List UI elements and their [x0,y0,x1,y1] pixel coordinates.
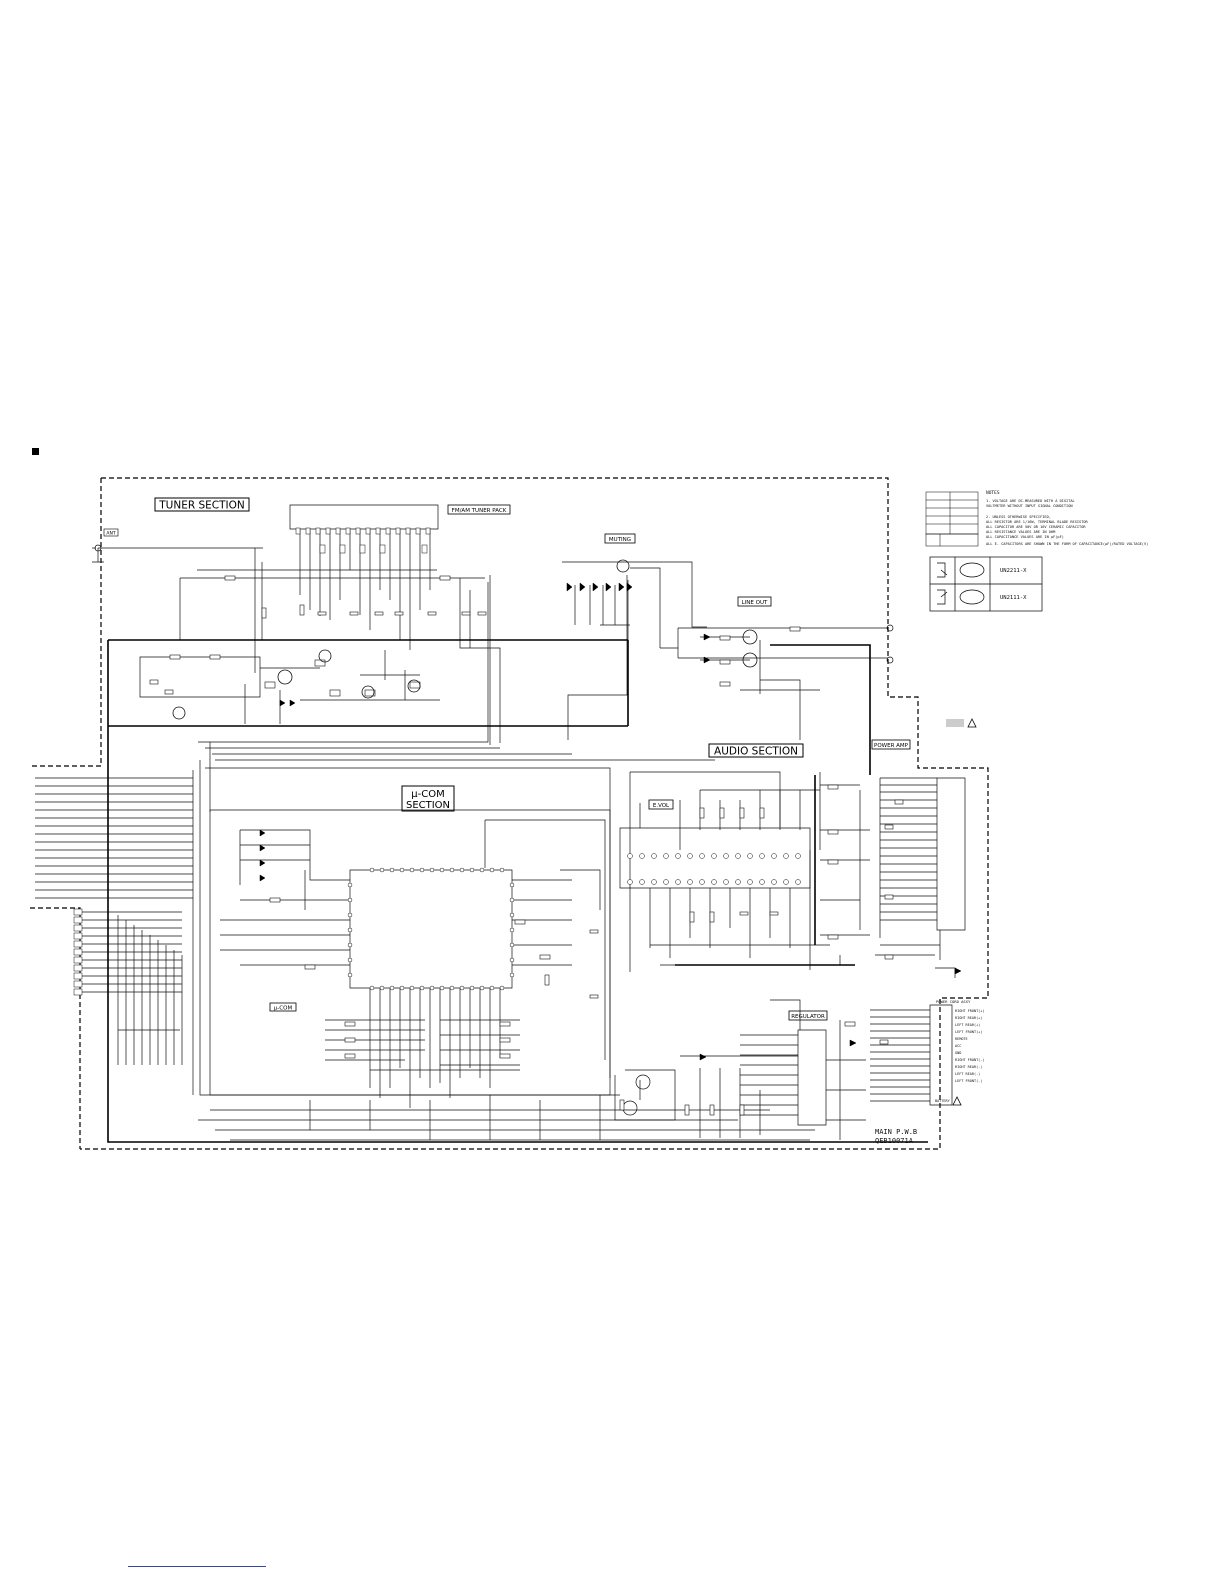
svg-text:VOLTMETER WITHOUT INPUT SIGNAL: VOLTMETER WITHOUT INPUT SIGNAL CONDITION [986,504,1073,508]
diodes [259,582,962,1061]
svg-text:FM/AM TUNER PACK: FM/AM TUNER PACK [452,508,507,514]
wiring-heavy [107,639,928,1143]
svg-text:LEFT FRONT(-): LEFT FRONT(-) [955,1079,982,1083]
svg-text:QEB10071A: QEB10071A [875,1137,914,1145]
tuner-pack-label: FM/AM TUNER PACK [447,504,511,515]
evol-pins [627,853,801,885]
svg-text:ALL CAPACITANCE VALUES ARE IN: ALL CAPACITANCE VALUES ARE IN μF(pF) [986,535,1064,539]
ucom-pins [347,867,515,991]
footer-rule [128,1566,266,1567]
svg-text:LEFT FRONT(+): LEFT FRONT(+) [955,1030,982,1034]
audio-section-label: AUDIO SECTION [708,743,804,758]
line-out-label: LINE OUT [737,596,772,607]
svg-text:ALL RESISTANCE VALUES ARE IN O: ALL RESISTANCE VALUES ARE IN OHM [986,530,1056,534]
transistor-type-a: UN2211-X [1000,568,1027,574]
antenna-label: ANT [103,528,119,537]
svg-text:RIGHT REAR(-): RIGHT REAR(-) [955,1065,982,1069]
svg-text:E.VOL: E.VOL [653,803,670,809]
caution-swatch [946,719,964,727]
svg-text:ALL E. CAPACITORS ARE SHOWN IN: ALL E. CAPACITORS ARE SHOWN IN THE FORM … [986,542,1148,546]
warning-icon [967,718,977,728]
svg-text:NOTES: NOTES [986,490,1000,496]
left-connector [73,908,83,996]
svg-text:POWER AMP: POWER AMP [874,743,909,749]
svg-text:ALL CAPACITOR ARE 50V OR 16V C: ALL CAPACITOR ARE 50V OR 16V CERAMIC CAP… [986,525,1086,529]
svg-text:RIGHT REAR(+): RIGHT REAR(+) [955,1016,982,1020]
svg-text:LEFT REAR(+): LEFT REAR(+) [955,1023,980,1027]
svg-text:ACC: ACC [955,1044,961,1048]
components [149,575,904,1116]
tuner-pack-terminals [295,527,431,554]
regulator-label: REGULATOR [788,1010,828,1021]
svg-text:2. UNLESS OTHERWISE SPECIFIED,: 2. UNLESS OTHERWISE SPECIFIED, [986,515,1051,519]
svg-text:RIGHT FRONT(+): RIGHT FRONT(+) [955,1009,985,1013]
wiring-main [35,504,966,1141]
ucom-section-label: μ-COM SECTION [401,785,455,812]
svg-text:SECTION: SECTION [406,800,450,811]
evol-label: E.VOL [648,799,674,810]
svg-text:AUDIO SECTION: AUDIO SECTION [714,746,798,758]
svg-text:GND: GND [955,1051,961,1055]
svg-text:LEFT REAR(-): LEFT REAR(-) [955,1072,980,1076]
svg-text:LINE OUT: LINE OUT [742,600,768,606]
board-label: MAIN P.W.B QEB10071A [875,1128,917,1145]
svg-text:REGULATOR: REGULATOR [791,1014,825,1020]
section-bullet [32,448,39,455]
svg-text:MAIN P.W.B: MAIN P.W.B [875,1128,917,1136]
power-amp-label: POWER AMP [871,739,911,750]
svg-text:RIGHT FRONT(-): RIGHT FRONT(-) [955,1058,985,1062]
svg-text:TUNER SECTION: TUNER SECTION [158,500,244,512]
svg-text:μ-COM: μ-COM [274,1006,293,1012]
transistors [172,559,758,720]
ucom-small-label: μ-COM [269,1002,297,1012]
muting-label: MUTING [604,533,636,544]
board-outline [30,477,989,1150]
notes-block: NOTES 1. VOLTAGE ARE DC-MEASURED WITH A … [986,490,1148,546]
svg-text:BATTERY: BATTERY [935,1099,951,1103]
svg-text:1. VOLTAGE ARE DC-MEASURED WIT: 1. VOLTAGE ARE DC-MEASURED WITH A DIGITA… [986,499,1075,503]
svg-text:ANT: ANT [106,531,115,537]
warning-icon-battery [952,1096,962,1106]
transistor-type-b: UN2111-X [1000,595,1027,601]
transistor-legend [929,556,1043,612]
tuner-section-label: TUNER SECTION [154,497,250,512]
power-cord-labels: POWER CORD ASSY RIGHT FRONT(+) RIGHT REA… [935,999,985,1103]
svg-text:MUTING: MUTING [609,537,631,543]
parts-table [925,491,979,547]
svg-text:REMOTE: REMOTE [955,1037,968,1041]
svg-text:μ-COM: μ-COM [411,789,444,800]
svg-text:POWER CORD ASSY: POWER CORD ASSY [936,999,971,1004]
svg-text:ALL RESISTOR ARE 1/16W, TERMIN: ALL RESISTOR ARE 1/16W, TERMINAL BLADE R… [986,520,1089,524]
